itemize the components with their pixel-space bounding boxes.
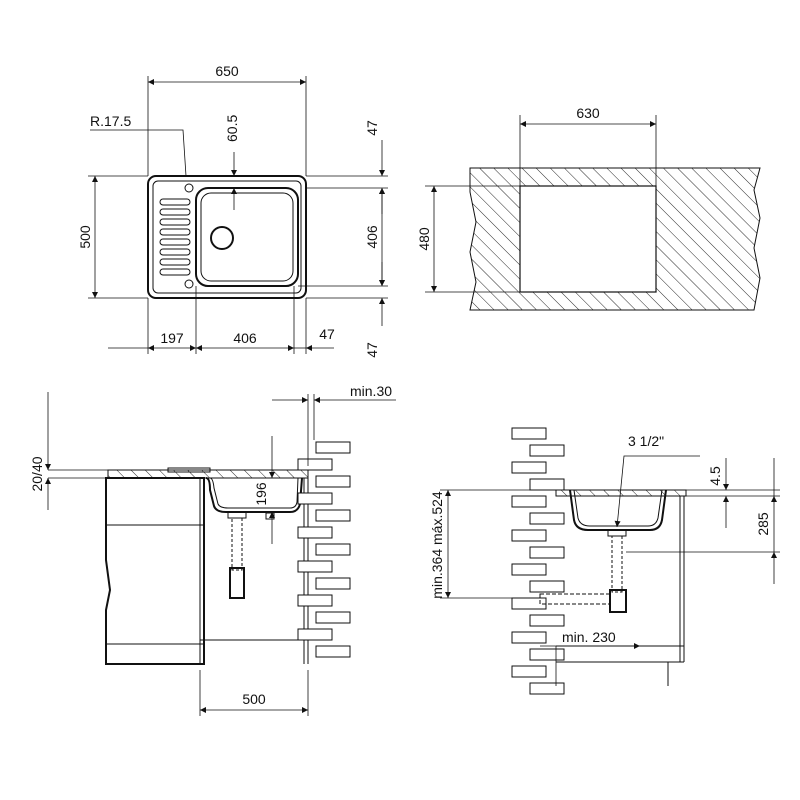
brick bbox=[529, 546, 565, 559]
dim-wall-clearance: min. 230 bbox=[562, 629, 616, 645]
dim-drain-height: 285 bbox=[755, 512, 771, 536]
dim-edge-bottom: 47 bbox=[364, 342, 380, 358]
brick bbox=[297, 526, 333, 539]
dim-edge-right: 47 bbox=[319, 326, 335, 342]
dim-edge-top: 47 bbox=[364, 120, 380, 136]
sink-bowl bbox=[195, 187, 299, 287]
brick bbox=[511, 597, 547, 610]
brick bbox=[297, 628, 333, 641]
brick bbox=[511, 427, 547, 440]
brick bbox=[511, 631, 547, 644]
brick bbox=[297, 458, 333, 471]
brick bbox=[315, 475, 351, 488]
brick bbox=[511, 529, 547, 542]
brick bbox=[315, 441, 351, 454]
brick bbox=[315, 509, 351, 522]
brick bbox=[529, 512, 565, 525]
dim-drain-size: 3 1/2" bbox=[628, 433, 664, 449]
brick bbox=[315, 543, 351, 556]
drain-hole bbox=[210, 226, 234, 250]
brick bbox=[529, 444, 565, 457]
dim-worktop-thickness: 20/40 bbox=[29, 456, 45, 491]
brick bbox=[315, 577, 351, 590]
brick bbox=[297, 594, 333, 607]
brick bbox=[529, 478, 565, 491]
dim-drainer-width: 197 bbox=[160, 330, 184, 346]
brick-wall-left bbox=[297, 441, 351, 658]
sink-bowl-inner bbox=[200, 192, 294, 282]
cabinet-left-panel bbox=[105, 477, 205, 665]
brick bbox=[511, 461, 547, 474]
sink-bowl-section-left bbox=[205, 477, 303, 513]
brick bbox=[529, 648, 565, 661]
worktop-cutout-view: 630 480 bbox=[416, 105, 761, 311]
tap-hole bbox=[184, 183, 194, 193]
brick bbox=[529, 580, 565, 593]
cabinet-section-right: 3 1/2" 4.5 285 min.364 máx.524 min. 230 bbox=[429, 427, 780, 695]
brick bbox=[315, 645, 351, 658]
sink-top-view: 650 R.17.5 60.5 500 47 406 47 197 406 47 bbox=[77, 63, 388, 358]
brick bbox=[511, 495, 547, 508]
cutout-opening bbox=[519, 185, 657, 293]
dim-cutout-height: 480 bbox=[416, 227, 432, 251]
dim-bowl-depth-left: 196 bbox=[253, 482, 269, 506]
sink-outline bbox=[147, 175, 307, 299]
dim-drain-offset: 60.5 bbox=[224, 115, 240, 142]
dim-bowl-height: 406 bbox=[364, 225, 380, 249]
brick bbox=[297, 560, 333, 573]
brick bbox=[529, 614, 565, 627]
dim-corner-radius: R.17.5 bbox=[90, 113, 131, 129]
brick bbox=[529, 682, 565, 695]
drainer-grooves bbox=[159, 198, 191, 276]
overflow-hole bbox=[184, 279, 194, 289]
brick bbox=[315, 611, 351, 624]
dim-rim: 4.5 bbox=[707, 466, 723, 486]
dim-sink-depth: 500 bbox=[77, 225, 93, 249]
waste-pipe bbox=[539, 593, 611, 605]
cabinet-section-left: 20/40 196 min.30 500 bbox=[29, 383, 396, 716]
brick bbox=[511, 563, 547, 576]
brick bbox=[297, 492, 333, 505]
dim-sink-width: 650 bbox=[215, 63, 239, 79]
dim-wall-gap: min.30 bbox=[350, 383, 392, 399]
brick bbox=[511, 665, 547, 678]
dim-bowl-width: 406 bbox=[233, 330, 257, 346]
dim-cutout-width: 630 bbox=[576, 105, 600, 121]
dim-trap-height: min.364 máx.524 bbox=[429, 491, 445, 599]
sink-inner-rim bbox=[152, 180, 302, 294]
brick-wall-right bbox=[511, 427, 565, 695]
dim-cabinet-width: 500 bbox=[242, 691, 266, 707]
worktop-section-left bbox=[107, 469, 309, 479]
